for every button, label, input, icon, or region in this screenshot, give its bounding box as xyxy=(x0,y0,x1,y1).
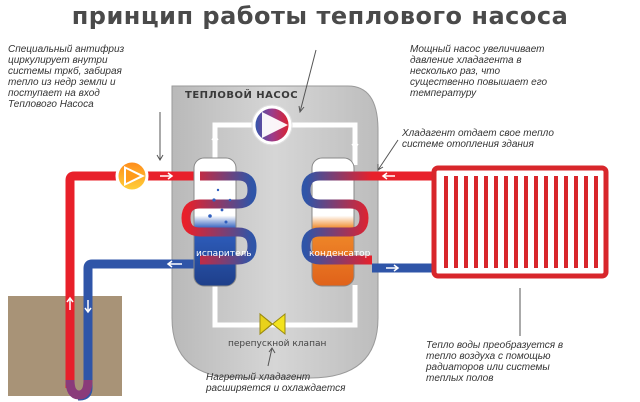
note-radiator: Тепло воды преобразуется в тепло воздуха… xyxy=(426,340,564,384)
radiator-icon xyxy=(431,165,609,279)
evaporator-tank xyxy=(193,157,237,287)
evaporator-bubbles xyxy=(208,188,232,224)
condenser-tank xyxy=(311,157,355,287)
antifreeze-hot-pipe xyxy=(65,171,200,388)
flow-arrows xyxy=(66,134,400,314)
callout-lines xyxy=(156,49,521,367)
evaporator-coil xyxy=(181,171,257,265)
note-antifreeze: Специальный антифриз циркулирует внутри … xyxy=(8,44,125,110)
page-title: принцип работы теплового насоса xyxy=(71,2,569,30)
expansion-valve-icon xyxy=(259,312,286,336)
note-pump: Мощный насос увеличивает давление хладаг… xyxy=(410,44,548,99)
condenser-label: конденсатор xyxy=(309,249,371,259)
compressor-icon xyxy=(251,104,293,146)
valve-label: перепускной клапан xyxy=(228,339,327,349)
loop-bottom-bend xyxy=(65,379,93,400)
note-refrigerant: Хладагент отдает свое тепло системе отоп… xyxy=(402,128,554,150)
circulation-pump-icon xyxy=(115,159,149,193)
ground-block xyxy=(8,296,122,396)
condenser-coil xyxy=(301,171,372,265)
evaporator-label: испаритель xyxy=(196,249,252,259)
note-valve: Нагретый хладагент расширяется и охлажда… xyxy=(206,372,346,394)
heat-pump-label: ТЕПЛОВОЙ НАСОС xyxy=(185,90,299,101)
